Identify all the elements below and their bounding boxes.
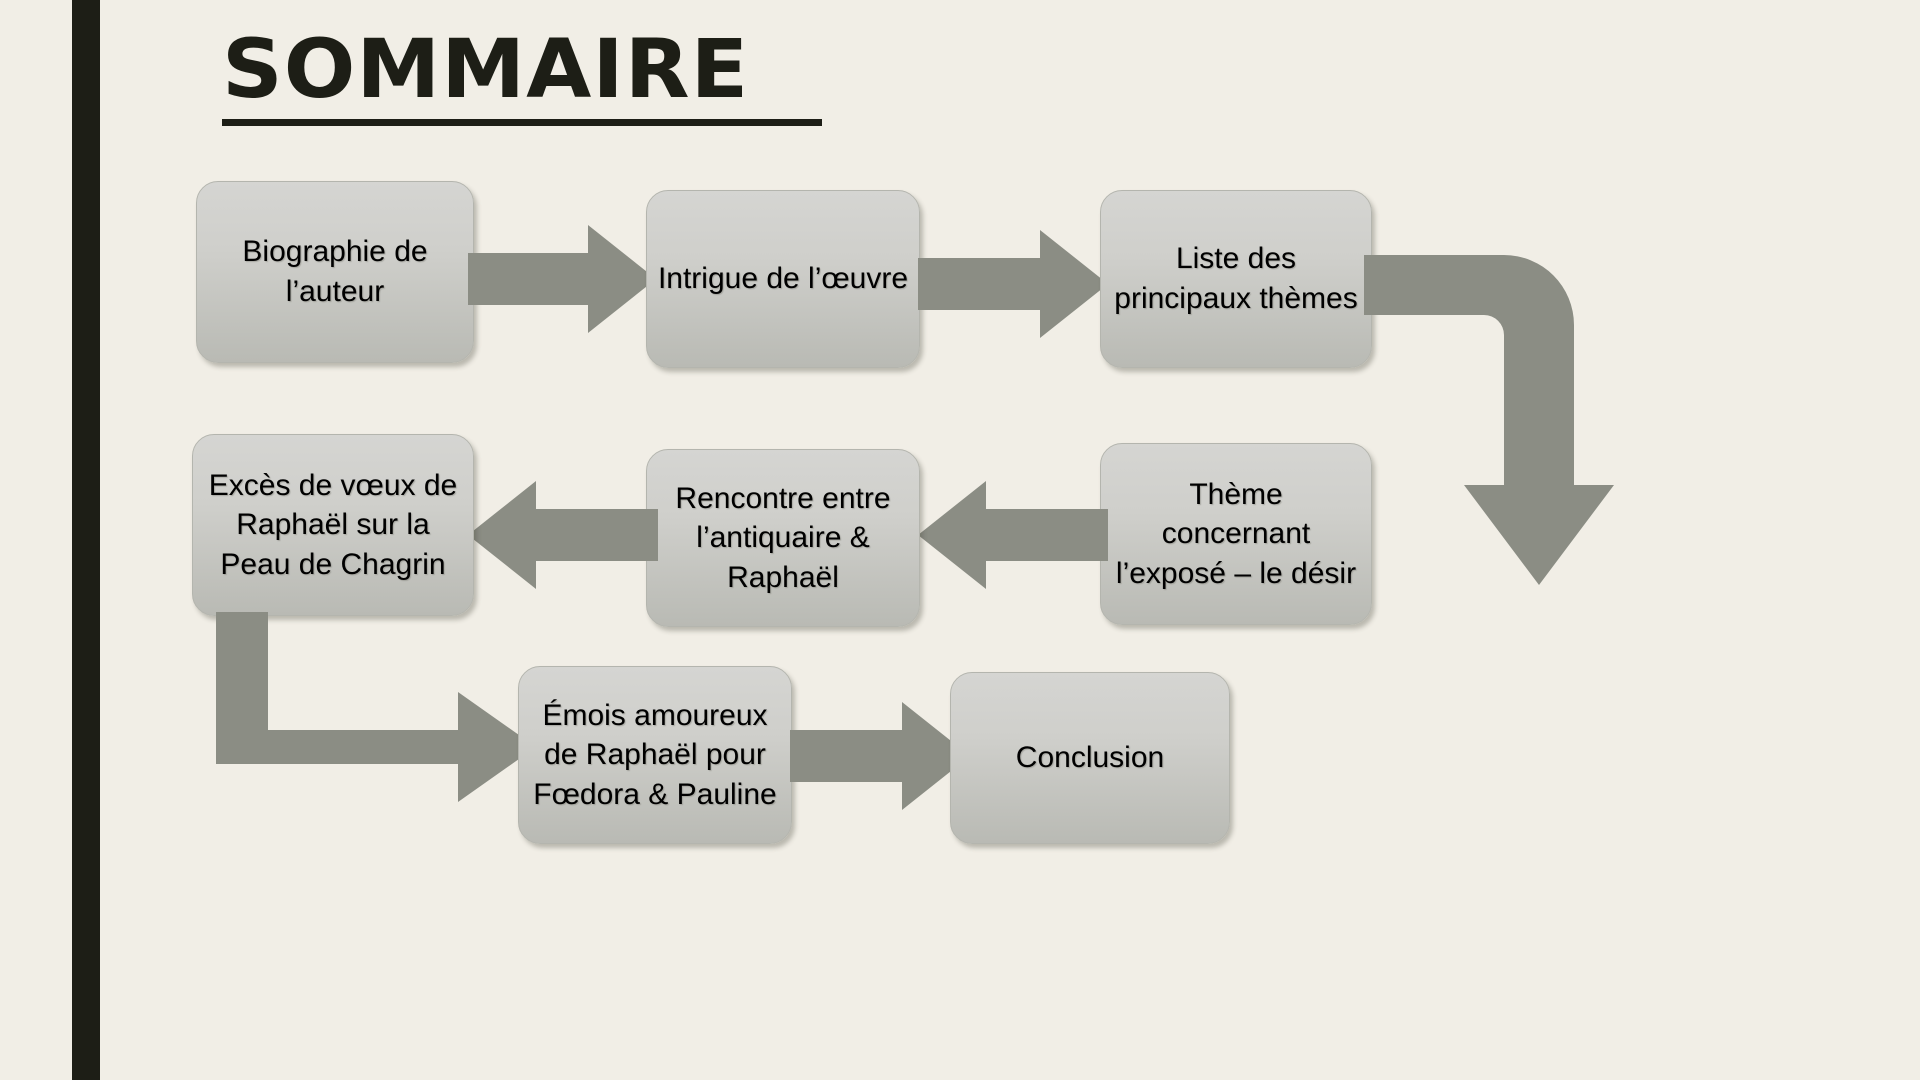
- flow-node-label: Émois amoureux de Raphaël pour Fœdora & …: [533, 698, 777, 811]
- flow-node-theme-expose[interactable]: Thème concernant l’exposé – le désir: [1100, 443, 1372, 625]
- flow-node-label: Biographie de l’auteur: [242, 235, 428, 308]
- flow-node-liste-themes[interactable]: Liste des principaux thèmes: [1100, 190, 1372, 368]
- flow-node-biographie[interactable]: Biographie de l’auteur: [196, 181, 474, 363]
- slide-title-block: SOMMAIRE: [222, 27, 822, 127]
- flow-node-label: Thème concernant l’exposé – le désir: [1115, 477, 1357, 590]
- flow-node-conclusion[interactable]: Conclusion: [950, 672, 1230, 844]
- flow-node-exces-voeux[interactable]: Excès de vœux de Raphaël sur la Peau de …: [192, 434, 474, 616]
- arrow-emois-to-conclusion: [790, 702, 970, 810]
- flow-node-label: Excès de vœux de Raphaël sur la Peau de …: [208, 468, 458, 581]
- flow-node-label: Rencontre entre l’antiquaire & Raphaël: [675, 481, 891, 594]
- flow-node-emois-amoureux[interactable]: Émois amoureux de Raphaël pour Fœdora & …: [518, 666, 792, 844]
- arrow-intrigue-to-liste: [918, 230, 1108, 338]
- flow-node-label: Liste des principaux thèmes: [1114, 242, 1358, 315]
- flow-node-label: Intrigue de l’œuvre: [657, 262, 909, 296]
- flow-node-intrigue[interactable]: Intrigue de l’œuvre: [646, 190, 920, 368]
- arrow-biographie-to-intrigue: [468, 225, 656, 333]
- page-title: SOMMAIRE: [222, 23, 750, 117]
- title-underline: [222, 119, 822, 127]
- connector-liste-to-theme-uturn: [1364, 255, 1624, 585]
- flow-node-label: Conclusion: [1015, 741, 1165, 775]
- arrow-theme-to-rencontre: [918, 481, 1108, 589]
- arrow-rencontre-to-exces: [468, 481, 658, 589]
- left-accent-bar: [72, 0, 100, 1080]
- flow-node-rencontre[interactable]: Rencontre entre l’antiquaire & Raphaël: [646, 449, 920, 627]
- connector-exces-to-emois-elbow: [216, 612, 536, 812]
